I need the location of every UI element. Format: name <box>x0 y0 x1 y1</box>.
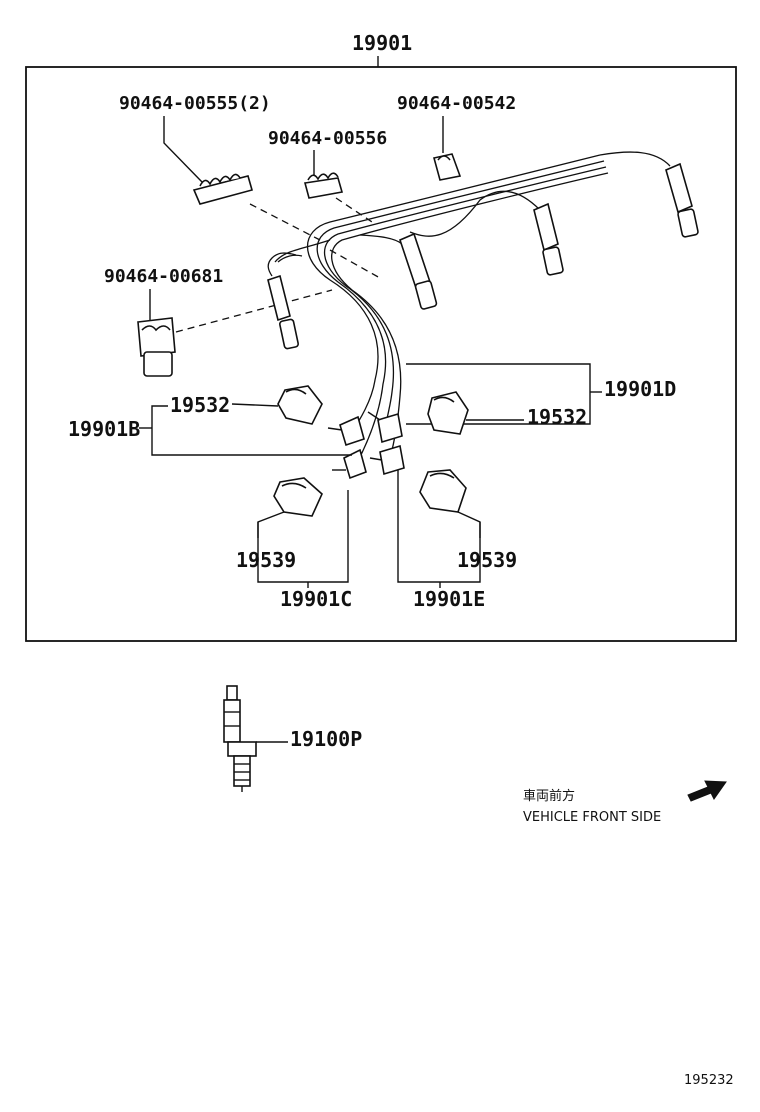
label-clamp-c: 90464-00542 <box>397 93 516 114</box>
terminal-b <box>327 415 365 447</box>
figure-number: 195232 <box>684 1073 734 1088</box>
terminal-c <box>332 448 367 480</box>
plug-boot-2 <box>399 232 438 310</box>
clamp-b-icon <box>303 172 344 199</box>
label-main-assembly: 19901 <box>352 31 412 55</box>
plug-boot-4 <box>665 162 699 238</box>
cap-19532-right-icon <box>427 391 469 435</box>
cap-19532-left-icon <box>277 385 323 425</box>
terminal-d <box>367 411 403 444</box>
assembly-frame <box>25 66 737 642</box>
direction-label-en: VEHICLE FRONT SIDE <box>523 810 661 825</box>
clamp-d-icon <box>137 317 176 377</box>
direction-label-jp: 車両前方 <box>523 788 575 804</box>
label-cap-left-upper: 19532 <box>170 393 230 417</box>
label-cord-d: 19901D <box>604 377 676 401</box>
label-cord-b: 19901B <box>68 417 140 441</box>
label-clamp-d: 90464-00681 <box>104 266 223 287</box>
label-clamp-a: 90464-00555(2) <box>119 93 271 114</box>
label-spark-plug: 19100P <box>290 727 362 751</box>
label-cap-right-lower: 19539 <box>457 548 517 572</box>
clamp-c-icon <box>433 153 462 181</box>
label-cap-left-lower: 19539 <box>236 548 296 572</box>
plug-boot-1 <box>267 274 299 350</box>
cap-19539-right-icon <box>419 469 467 513</box>
label-cord-c: 19901C <box>280 587 352 611</box>
label-cap-right-upper: 19532 <box>527 405 587 429</box>
label-clamp-b: 90464-00556 <box>268 128 387 149</box>
clamp-a-icon <box>192 173 253 205</box>
plug-boot-3 <box>533 202 564 276</box>
spark-plug-icon <box>223 685 257 792</box>
terminal-e <box>369 444 405 476</box>
label-cord-e: 19901E <box>413 587 485 611</box>
cap-19539-left-icon <box>273 477 323 517</box>
arrow-icon <box>687 780 727 802</box>
ignition-cord-bundle <box>267 151 671 473</box>
